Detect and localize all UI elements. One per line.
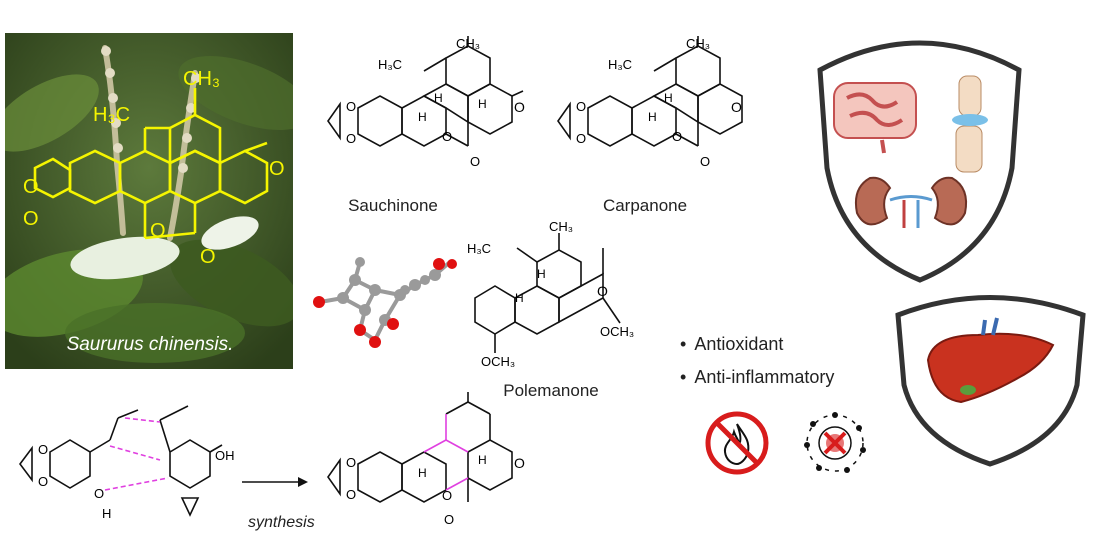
no-radical-icon bbox=[804, 412, 866, 473]
photo-methyl-top-label: CH₃ bbox=[183, 68, 220, 90]
svg-text:O: O bbox=[346, 131, 356, 146]
svg-text:H: H bbox=[648, 110, 657, 124]
photo-methyl-left-label: H₃C bbox=[93, 104, 130, 126]
activity-list: Antioxidant Anti-inflammatory bbox=[680, 328, 834, 394]
svg-text:O: O bbox=[514, 99, 525, 115]
synthesis-product-structure: O O O O O H H bbox=[327, 392, 525, 527]
svg-text:O: O bbox=[23, 208, 39, 230]
svg-text:H: H bbox=[418, 110, 427, 124]
svg-text:O: O bbox=[700, 154, 710, 169]
carpanone-label: Carpanone bbox=[602, 196, 688, 215]
svg-text:O: O bbox=[444, 512, 454, 527]
polemanone-structure: H₃C CH₃ O OCH₃ OCH₃ H H bbox=[467, 219, 634, 369]
svg-text:H: H bbox=[434, 91, 443, 105]
svg-text:O: O bbox=[38, 442, 48, 457]
svg-text:H₃C: H₃C bbox=[467, 241, 491, 256]
svg-text:CH₃: CH₃ bbox=[549, 219, 573, 234]
activity-item: Antioxidant bbox=[680, 328, 834, 361]
liver-icon bbox=[926, 317, 1055, 404]
svg-text:H: H bbox=[478, 97, 487, 111]
svg-text:OCH₃: OCH₃ bbox=[600, 324, 634, 339]
svg-text:O: O bbox=[346, 487, 356, 502]
no-fire-icon bbox=[705, 411, 769, 475]
svg-text:H₃C: H₃C bbox=[378, 57, 402, 72]
svg-text:O: O bbox=[731, 99, 742, 115]
sauchinone-structure: O O O O O H₃C CH₃ H H H bbox=[327, 36, 525, 169]
photo-caption: Saururus chinensis. bbox=[66, 334, 234, 355]
svg-text:O: O bbox=[672, 129, 682, 144]
svg-text:O: O bbox=[442, 488, 452, 503]
svg-text:O: O bbox=[94, 486, 104, 501]
joint-icon bbox=[952, 75, 988, 173]
intestine-icon bbox=[833, 82, 917, 154]
svg-text:CH₃: CH₃ bbox=[456, 36, 480, 51]
plant-photo-panel: H₃C CH₃ O O O O O bbox=[5, 33, 293, 369]
svg-text:H: H bbox=[102, 506, 111, 521]
organ-shield bbox=[817, 40, 1022, 283]
svg-text:O: O bbox=[269, 158, 285, 180]
svg-text:O: O bbox=[38, 474, 48, 489]
svg-text:H₃C: H₃C bbox=[608, 57, 632, 72]
svg-text:O: O bbox=[200, 246, 216, 268]
svg-text:O: O bbox=[150, 220, 166, 242]
carpanone-structure: O O O O O H₃C CH₃ H H bbox=[557, 36, 743, 169]
svg-text:O: O bbox=[514, 455, 525, 471]
svg-text:CH₃: CH₃ bbox=[686, 36, 710, 51]
svg-text:H: H bbox=[478, 453, 487, 467]
polemanone-label: Polemanone bbox=[503, 381, 599, 400]
activity-item: Anti-inflammatory bbox=[680, 361, 834, 394]
synthesis-arrow bbox=[242, 477, 308, 487]
molecule-3d-model bbox=[313, 257, 457, 348]
svg-text:H: H bbox=[418, 466, 427, 480]
liver-shield bbox=[895, 295, 1086, 467]
svg-text:O: O bbox=[346, 455, 356, 470]
svg-text:O: O bbox=[346, 99, 356, 114]
svg-text:OH: OH bbox=[215, 448, 235, 463]
svg-text:O: O bbox=[576, 99, 586, 114]
svg-text:H: H bbox=[537, 267, 546, 281]
svg-text:O: O bbox=[23, 176, 39, 198]
synthesis-precursor-structure: O O O H OH bbox=[19, 405, 235, 521]
svg-text:O: O bbox=[442, 129, 452, 144]
svg-text:O: O bbox=[597, 283, 608, 299]
svg-text:O: O bbox=[470, 154, 480, 169]
synthesis-label: synthesis bbox=[248, 514, 315, 531]
svg-text:OCH₃: OCH₃ bbox=[481, 354, 515, 369]
svg-text:O: O bbox=[576, 131, 586, 146]
svg-text:H: H bbox=[664, 91, 673, 105]
kidneys-icon bbox=[854, 176, 968, 228]
sauchinone-label: Sauchinone bbox=[348, 196, 438, 215]
svg-text:H: H bbox=[515, 291, 524, 305]
